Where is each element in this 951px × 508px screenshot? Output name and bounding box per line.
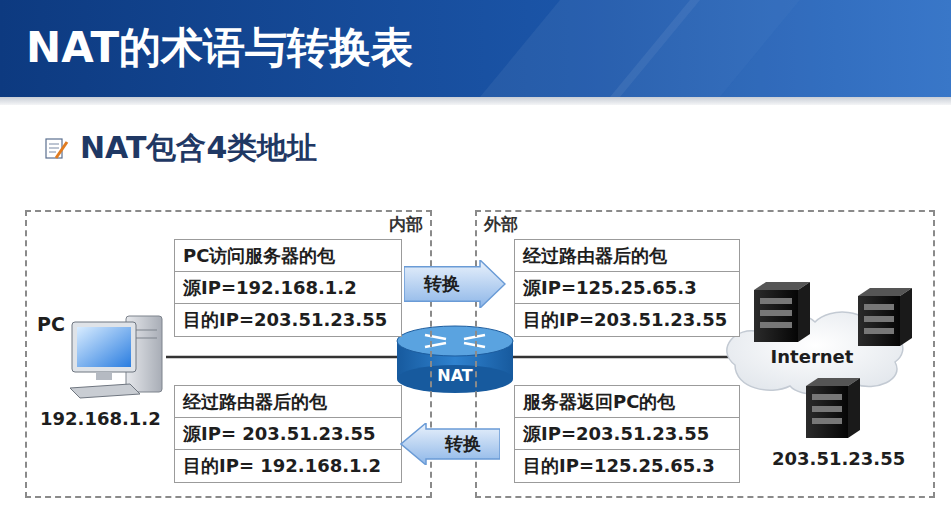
table-cell: 服务器返回PC的包 [523, 391, 675, 412]
title-shadow [0, 97, 951, 105]
region-label: 外部 [481, 213, 521, 235]
server-icons [754, 282, 912, 438]
device-name: PC [37, 313, 65, 336]
table-cell: 源IP=203.51.23.55 [523, 423, 709, 444]
slide-title: NAT的术语与转换表 [26, 22, 413, 74]
ip-address: 203.51.23.55 [772, 448, 905, 470]
ip-address: 192.168.1.2 [40, 408, 161, 430]
pc-icon [70, 316, 162, 398]
table-row: 源IP= 203.51.23.55 [175, 418, 401, 450]
table-row: 源IP=125.25.65.3 [515, 272, 739, 304]
table-cell: 源IP=192.168.1.2 [183, 277, 357, 298]
subtitle: NAT包含4类地址 [80, 130, 317, 166]
arrow-label: 转换 [424, 273, 460, 295]
translate-arrow: 转换 [404, 260, 506, 308]
packet-table: PC访问服务器的包源IP=192.168.1.2 目的IP=203.51.23.5… [174, 239, 402, 337]
table-row: 经过路由器后的包 [175, 386, 401, 418]
note-icon [46, 139, 67, 158]
table-row: 源IP=192.168.1.2 [175, 272, 401, 304]
table-cell: 目的IP= 192.168.1.2 [183, 455, 381, 476]
packet-table: 经过路由器后的包源IP= 203.51.23.55 目的IP= 192.168.1… [174, 385, 402, 483]
table-row: 目的IP= 192.168.1.2 [175, 450, 401, 482]
translate-arrow: 转换 [400, 423, 500, 465]
region-label: 内部 [386, 213, 426, 235]
network-region: 内部 PC访问服务器的包源IP=192.168.1.2 目的IP=203.51.23… [25, 210, 432, 498]
table-row: 目的IP=125.25.65.3 [515, 450, 739, 482]
packet-table: 服务器返回PC的包源IP=203.51.23.55 目的IP=125.25.65.… [514, 385, 740, 483]
table-row: 源IP=203.51.23.55 [515, 418, 739, 450]
cloud-name: Internet [771, 346, 854, 368]
table-cell: 经过路由器后的包 [183, 391, 327, 412]
arrow-label: 转换 [445, 433, 481, 455]
table-cell: 目的IP=203.51.23.55 [183, 309, 387, 330]
router-name: NAT [437, 366, 472, 385]
nat-router [397, 326, 513, 393]
packet-table: 经过路由器后的包源IP=125.25.65.3 目的IP=203.51.23.55 [514, 239, 740, 337]
table-cell: PC访问服务器的包 [183, 245, 335, 266]
table-row: PC访问服务器的包 [175, 240, 401, 272]
table-cell: 经过路由器后的包 [523, 245, 667, 266]
title-bar [0, 0, 951, 97]
table-cell: 源IP= 203.51.23.55 [183, 423, 375, 444]
table-cell: 目的IP=125.25.65.3 [523, 455, 715, 476]
table-row: 经过路由器后的包 [515, 240, 739, 272]
table-cell: 源IP=125.25.65.3 [523, 277, 697, 298]
table-row: 目的IP=203.51.23.55 [175, 304, 401, 336]
table-cell: 目的IP=203.51.23.55 [523, 309, 727, 330]
table-row: 目的IP=203.51.23.55 [515, 304, 739, 336]
table-row: 服务器返回PC的包 [515, 386, 739, 418]
